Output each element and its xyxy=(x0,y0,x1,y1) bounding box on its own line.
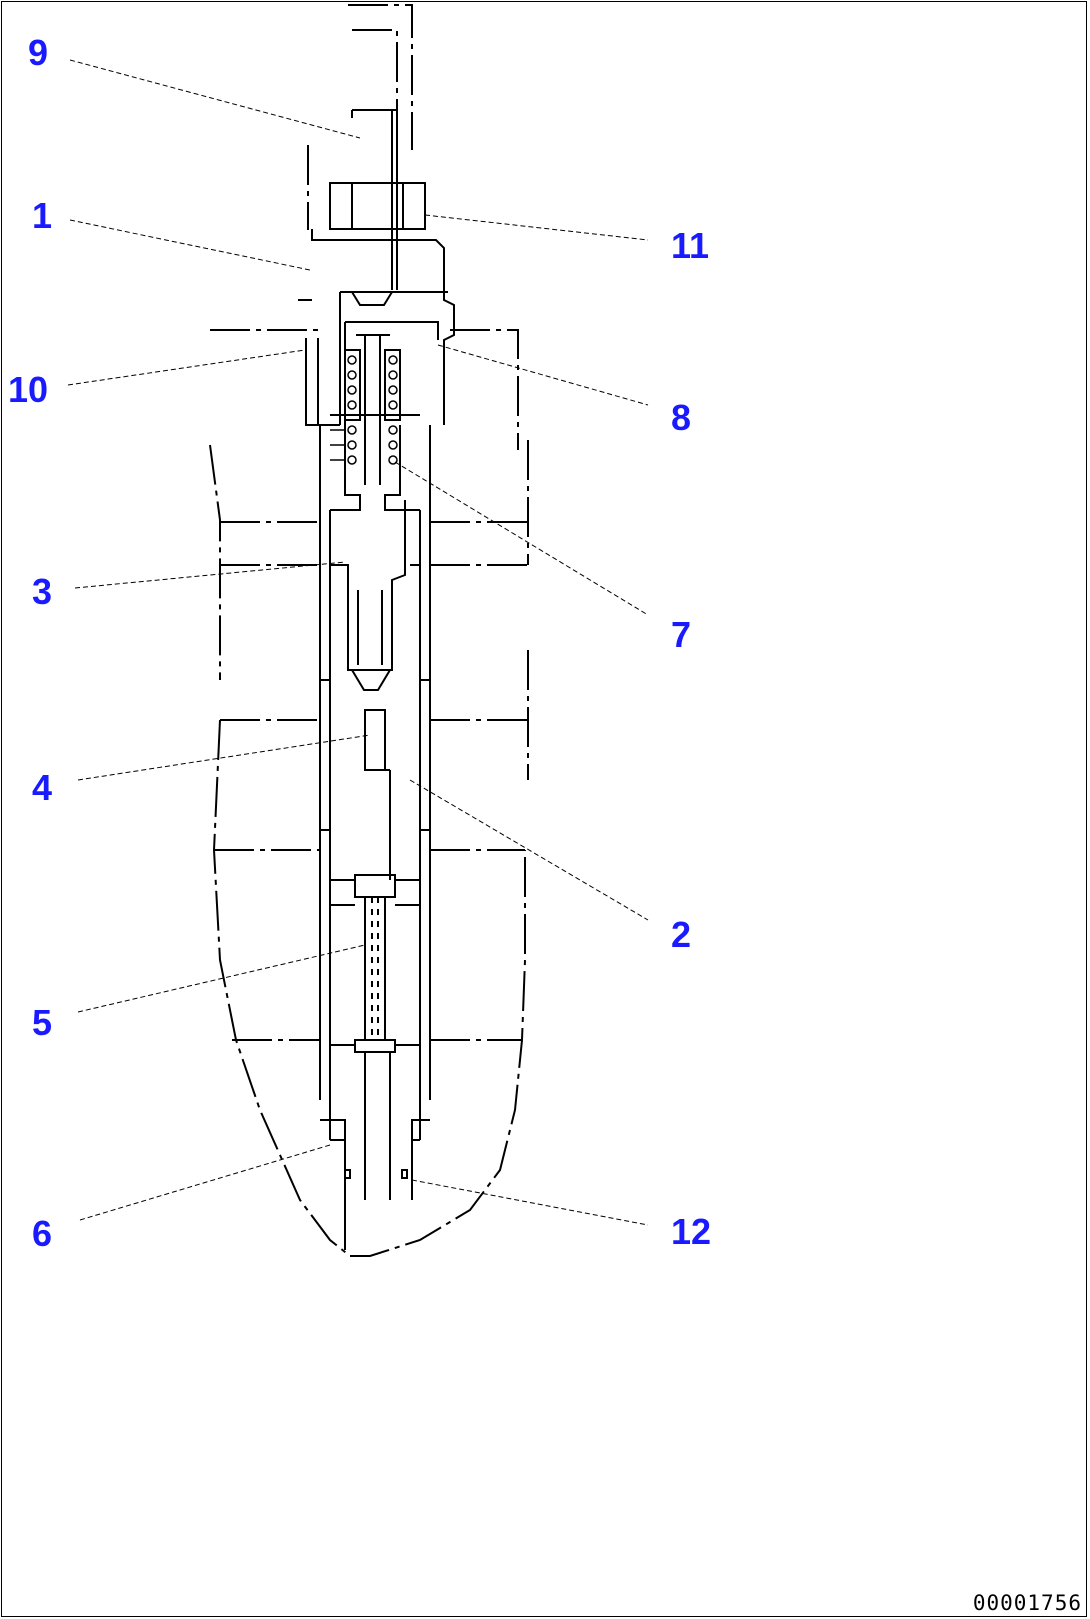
injector-body xyxy=(305,109,455,1250)
callout-6: 6 xyxy=(32,1213,53,1254)
leader-lines xyxy=(67,59,649,1226)
callout-11: 11 xyxy=(671,225,710,266)
callout-4: 4 xyxy=(32,767,53,808)
callout-9: 9 xyxy=(28,32,49,73)
document-code: 00001756 xyxy=(972,1591,1082,1615)
callout-5: 5 xyxy=(32,1002,53,1043)
callout-3: 3 xyxy=(32,571,53,612)
callout-1: 1 xyxy=(32,195,53,236)
callout-2: 2 xyxy=(671,914,692,955)
spring-coils xyxy=(330,355,398,465)
callout-7: 7 xyxy=(671,614,692,655)
phantom-outline xyxy=(209,4,529,1257)
callout-10: 10 xyxy=(8,369,49,410)
callout-12: 12 xyxy=(671,1211,712,1252)
callout-8: 8 xyxy=(671,397,692,438)
